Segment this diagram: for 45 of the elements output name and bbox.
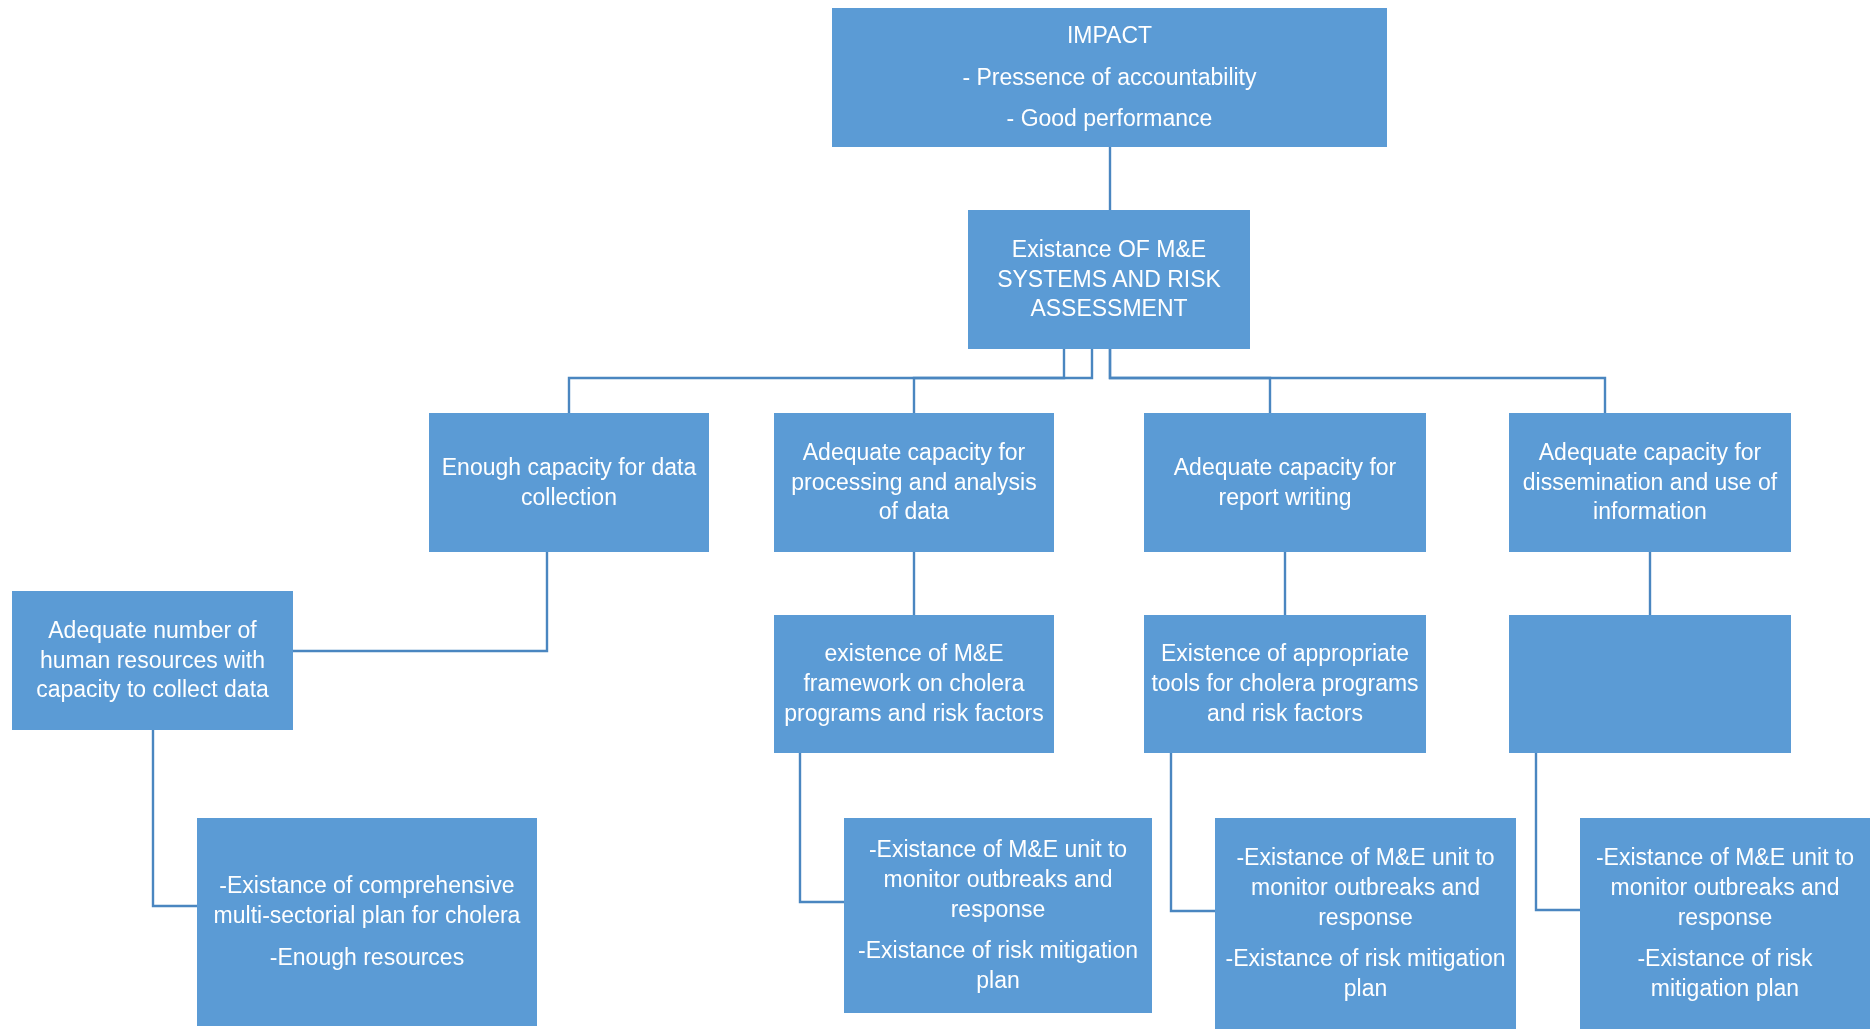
- box-text: Existance OF M&E SYSTEMS AND RISK ASSESSMENT: [996, 234, 1222, 324]
- process-box: [1144, 413, 1426, 552]
- connector-line: [1108, 147, 1112, 210]
- box-text: Existence of appropriate tools for cholera programs and risk factors: [1150, 639, 1420, 728]
- box-text: -Existance of M&E unit to monitor outbreaks and response: [1235, 842, 1496, 932]
- box-text: Enough capacity for data collection: [440, 452, 698, 512]
- connector-line: [1534, 753, 1580, 912]
- box-text: -Existance of comprehensive multi-sectorial plan for cholera: [212, 871, 522, 931]
- process-box: [1144, 615, 1426, 753]
- process-box: [1215, 818, 1516, 1029]
- box-text: -Existance of M&E unit to monitor outbreaks and response: [867, 834, 1129, 924]
- empty-box: [1509, 615, 1791, 753]
- connector-line: [1169, 753, 1215, 913]
- process-box: [1580, 818, 1870, 1029]
- box-text: Adequate capacity for dissemination and use of information: [1521, 437, 1779, 527]
- connector-line: [912, 349, 1094, 413]
- connector-line: [293, 552, 549, 653]
- connector-line: [151, 730, 197, 908]
- box-text: Adequate number of human resources with capacity to collect data: [35, 615, 270, 705]
- process-box: [774, 413, 1054, 552]
- connector-line: [1108, 349, 1607, 413]
- process-box: [197, 818, 537, 1026]
- box-text: - Pressence of accountability: [962, 62, 1257, 92]
- box-text: -Existance of risk mitigation plan: [1224, 944, 1507, 1004]
- connector-line: [1283, 552, 1287, 615]
- connector-line: [1648, 552, 1652, 615]
- connector-line: [798, 753, 844, 904]
- connector-line: [567, 349, 1066, 413]
- process-box: [844, 818, 1152, 1013]
- connector-line: [912, 552, 916, 615]
- box-text: Adequate capacity for report writing: [1172, 452, 1398, 512]
- box-text: -Existance of risk mitigation plan: [1636, 944, 1814, 1004]
- box-text: -Existance of M&E unit to monitor outbreaks and response: [1594, 842, 1856, 932]
- box-text: - Good performance: [1006, 104, 1213, 134]
- box-text: IMPACT: [1066, 20, 1153, 50]
- box-text: existence of M&E framework on cholera programs and risk factors: [783, 639, 1045, 728]
- process-box: [968, 210, 1250, 349]
- process-box: [774, 615, 1054, 753]
- process-box: [12, 591, 293, 730]
- process-box: [1509, 413, 1791, 552]
- box-text: -Enough resources: [269, 942, 465, 972]
- box-text: -Existance of risk mitigation plan: [857, 936, 1139, 996]
- box-text: Adequate capacity for processing and analysis of data: [790, 437, 1038, 527]
- process-box: [429, 413, 709, 552]
- process-box: [832, 8, 1387, 147]
